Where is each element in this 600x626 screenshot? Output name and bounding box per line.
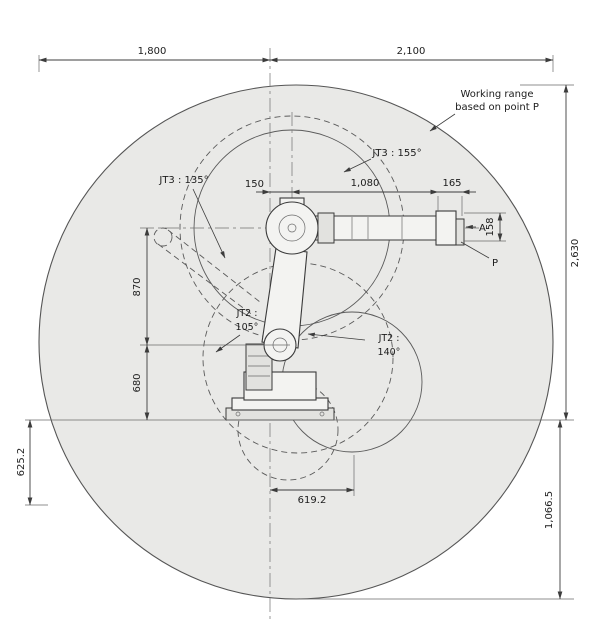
jt2-right-leader xyxy=(307,332,366,341)
dim-text-2630: 2,630 xyxy=(570,239,581,268)
dim-text-2100: 2,100 xyxy=(397,46,426,57)
jt3-left-leader xyxy=(192,188,226,259)
point-a-label: A xyxy=(479,223,486,234)
working-range-leader xyxy=(429,113,456,132)
jt2-right-label-line1: JT2 : xyxy=(378,333,400,344)
jt2-left-label-line1: JT2 : xyxy=(236,308,258,319)
wrist-block xyxy=(435,210,457,246)
base-bolt xyxy=(235,411,241,417)
dim-text-1066: 1,066.5 xyxy=(544,491,555,529)
dim-text-165: 165 xyxy=(442,178,461,189)
jt2-right-label-line2: 140° xyxy=(378,347,401,358)
jt2-left-label-line2: 105° xyxy=(236,322,259,333)
jt3-left-label: JT3 : 135° xyxy=(158,175,208,186)
dim-text-870: 870 xyxy=(132,277,143,296)
shoulder-joint-hub xyxy=(278,214,306,242)
dim-text-1800: 1,800 xyxy=(138,46,167,57)
alt-wrist-circle-dashed xyxy=(153,227,173,247)
alt-arm-position-line-1 xyxy=(157,243,255,317)
jt2-left-leader xyxy=(215,334,241,353)
dim-text-680: 680 xyxy=(132,373,143,392)
working-range-note-line2: based on point P xyxy=(455,102,539,113)
shoulder-joint xyxy=(265,201,319,255)
dim-text-1080: 1,080 xyxy=(351,178,380,189)
base-bolt xyxy=(319,411,325,417)
jt3-right-label: JT3 : 155° xyxy=(371,148,421,159)
jt2-range-circle-dashed xyxy=(202,262,394,454)
shoulder-joint-axis xyxy=(287,223,297,233)
dim-text-150: 150 xyxy=(245,179,264,190)
point-p-label: P xyxy=(492,258,498,269)
tool-flange xyxy=(455,218,465,246)
jt3-right-leader xyxy=(343,158,372,173)
dim-text-625: 625.2 xyxy=(16,448,27,477)
dim-text-158: 158 xyxy=(485,217,496,236)
dim-text-619: 619.2 xyxy=(298,495,327,506)
jt4-housing xyxy=(317,212,335,244)
working-range-note-line1: Working range xyxy=(460,89,533,100)
point-p-leader xyxy=(460,241,490,259)
robot-arm xyxy=(225,197,465,421)
